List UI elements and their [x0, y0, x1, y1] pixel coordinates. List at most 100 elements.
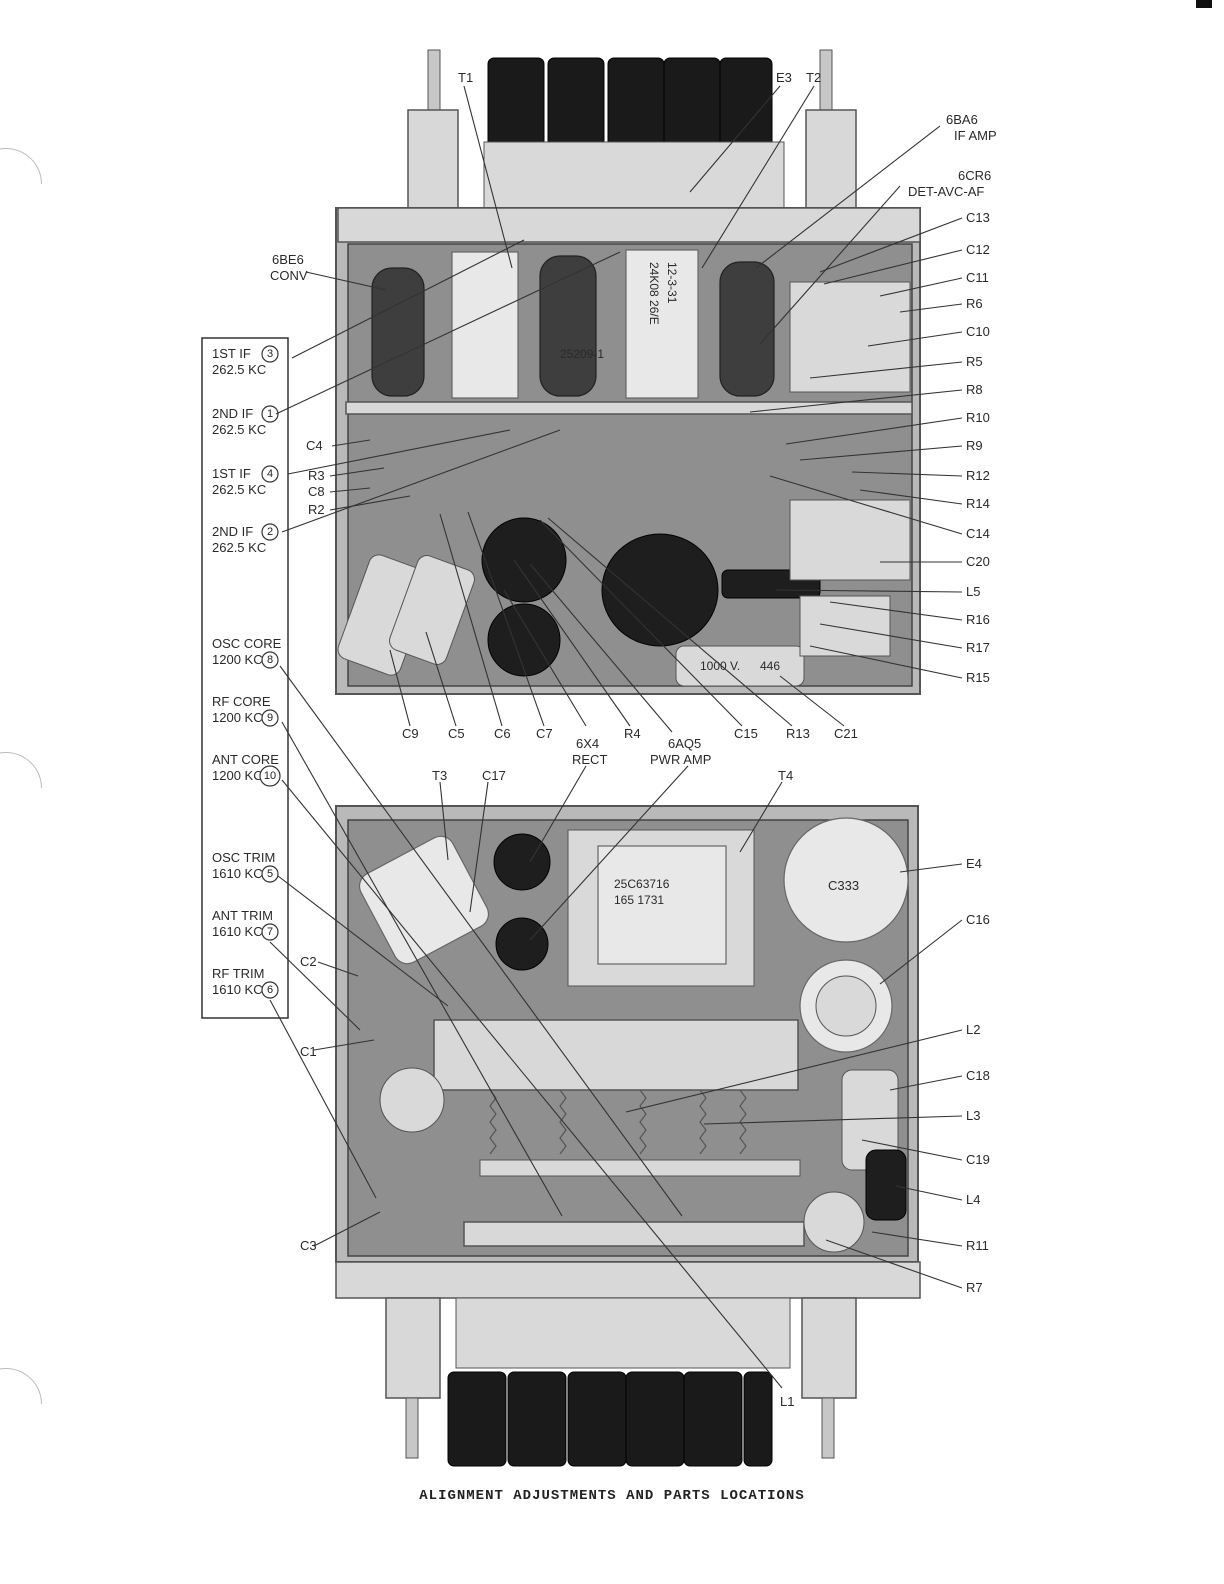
label-6x4: 6X4 [576, 736, 599, 751]
label-r12: R12 [966, 468, 990, 483]
adjustment-3-name: 1ST IF [212, 466, 251, 481]
label-6cr6: 6CR6 [958, 168, 991, 183]
pushbutton [663, 57, 721, 151]
label-e4: E4 [966, 856, 982, 871]
pushbutton-mechanism [455, 1297, 791, 1369]
label-l4: L4 [966, 1192, 980, 1207]
label-c4: C4 [306, 438, 323, 453]
mounting-post [805, 109, 857, 211]
t2-stamp: 12-3-31 [665, 262, 679, 304]
adjustment-6-freq: 1200 KC [212, 710, 263, 725]
leader-c16 [879, 919, 963, 985]
t4-stamp: 25C63716 [614, 877, 670, 891]
label-c21: C21 [834, 726, 858, 741]
adjustment-2-marker [261, 405, 279, 423]
top-labels: T1 E3 T2 6BA6 IF AMP 6CR6 DET-AVC-AF 6BE… [270, 70, 997, 283]
capacitor-c5 [389, 555, 475, 665]
label-r14: R14 [966, 496, 990, 511]
adjustment-7-name: ANT CORE [212, 752, 279, 767]
adjustment-2-freq: 262.5 KC [212, 422, 266, 437]
adjustment-3-freq: 262.5 KC [212, 482, 266, 497]
label-rect: RECT [572, 752, 607, 767]
adjustment-8-freq: 1610 KC [212, 866, 263, 881]
adjustment-4-freq: 262.5 KC [212, 540, 266, 555]
leader-r17 [819, 623, 963, 649]
shaft [819, 49, 833, 111]
caption: ALIGNMENT ADJUSTMENTS AND PARTS LOCATION… [419, 1488, 805, 1504]
adjustment-5-marker [261, 651, 279, 669]
tuning-bar [433, 1019, 799, 1091]
tube-stamp: 25209-1 [560, 347, 604, 361]
label-6ba6-func: IF AMP [954, 128, 997, 143]
label-r2: R2 [308, 502, 325, 517]
adjustment-8-number: 5 [267, 868, 273, 880]
leader-lines-right-lower [625, 863, 963, 1289]
leader-c10 [867, 331, 963, 347]
leader-l5 [775, 589, 963, 593]
pushbutton [607, 57, 665, 151]
adjustment-9-name: ANT TRIM [212, 908, 273, 923]
capacitor-c20 [789, 499, 911, 581]
adjustment-7-freq: 1200 KC [212, 768, 263, 783]
pushbutton [567, 1371, 627, 1467]
tube-6x4 [493, 833, 551, 891]
edge-mark [1196, 0, 1212, 8]
pushbutton [507, 1371, 567, 1467]
leader-l4 [895, 1185, 963, 1201]
leader-r7 [825, 1239, 963, 1289]
adjustment-5-freq: 1200 KC [212, 652, 263, 667]
rear-rail [335, 1261, 921, 1299]
transformer-t3 [358, 835, 490, 965]
resistor-group [799, 595, 891, 657]
label-c16: C16 [966, 912, 990, 927]
right-labels-upper: C13C12C11R6C10R5R8R10R9R12R14C14C20L5R16… [966, 210, 990, 685]
tube-socket [487, 603, 561, 677]
pushbutton [743, 1371, 773, 1467]
label-6cr6-func: DET-AVC-AF [908, 184, 984, 199]
mounting-post [801, 1297, 857, 1399]
pushbutton [683, 1371, 743, 1467]
label-t1: T1 [458, 70, 473, 85]
label-6aq5: 6AQ5 [668, 736, 701, 751]
tube-6be6 [371, 267, 425, 397]
capacitor-c21 [675, 645, 805, 687]
t2-code: 24K08 26/E [647, 262, 661, 325]
label-c19: C19 [966, 1152, 990, 1167]
leader-r14 [859, 489, 963, 505]
adjustment-1-marker [261, 345, 279, 363]
label-pwr-amp: PWR AMP [650, 752, 711, 767]
label-c7: C7 [536, 726, 553, 741]
leader-c12 [823, 249, 963, 285]
label-c14: C14 [966, 526, 990, 541]
leader-r5 [809, 361, 963, 379]
label-r3: R3 [308, 468, 325, 483]
leader-r12 [851, 471, 963, 477]
cross-rail [345, 401, 913, 415]
label-c1: C1 [300, 1044, 317, 1059]
label-l5: L5 [966, 584, 980, 599]
label-r13: R13 [786, 726, 810, 741]
left-labels-upper: C4 R3 C8 R2 [306, 438, 325, 517]
adjustment-box [201, 337, 289, 1019]
adjustment-3-marker [261, 465, 279, 483]
mounting-post [385, 1297, 441, 1399]
adjustment-9-freq: 1610 KC [212, 924, 263, 939]
label-l1: L1 [780, 1394, 794, 1409]
c21-stamp: 1000 V. [700, 659, 740, 673]
label-t4: T4 [778, 768, 793, 783]
label-r9: R9 [966, 438, 983, 453]
leader-lines-right-upper [749, 217, 963, 679]
output-transformer [601, 533, 719, 647]
leader-c14 [769, 475, 963, 535]
adjustment-10-freq: 1610 KC [212, 982, 263, 997]
label-c20: C20 [966, 554, 990, 569]
label-c11: C11 [966, 270, 989, 285]
adjustment-7-number: 10 [264, 770, 276, 782]
transformer-t4 [597, 845, 727, 965]
shaft [427, 49, 441, 111]
adjustment-5-number: 8 [267, 654, 273, 666]
adjustment-1-number: 3 [267, 348, 273, 360]
tube-6ba6 [539, 255, 597, 397]
